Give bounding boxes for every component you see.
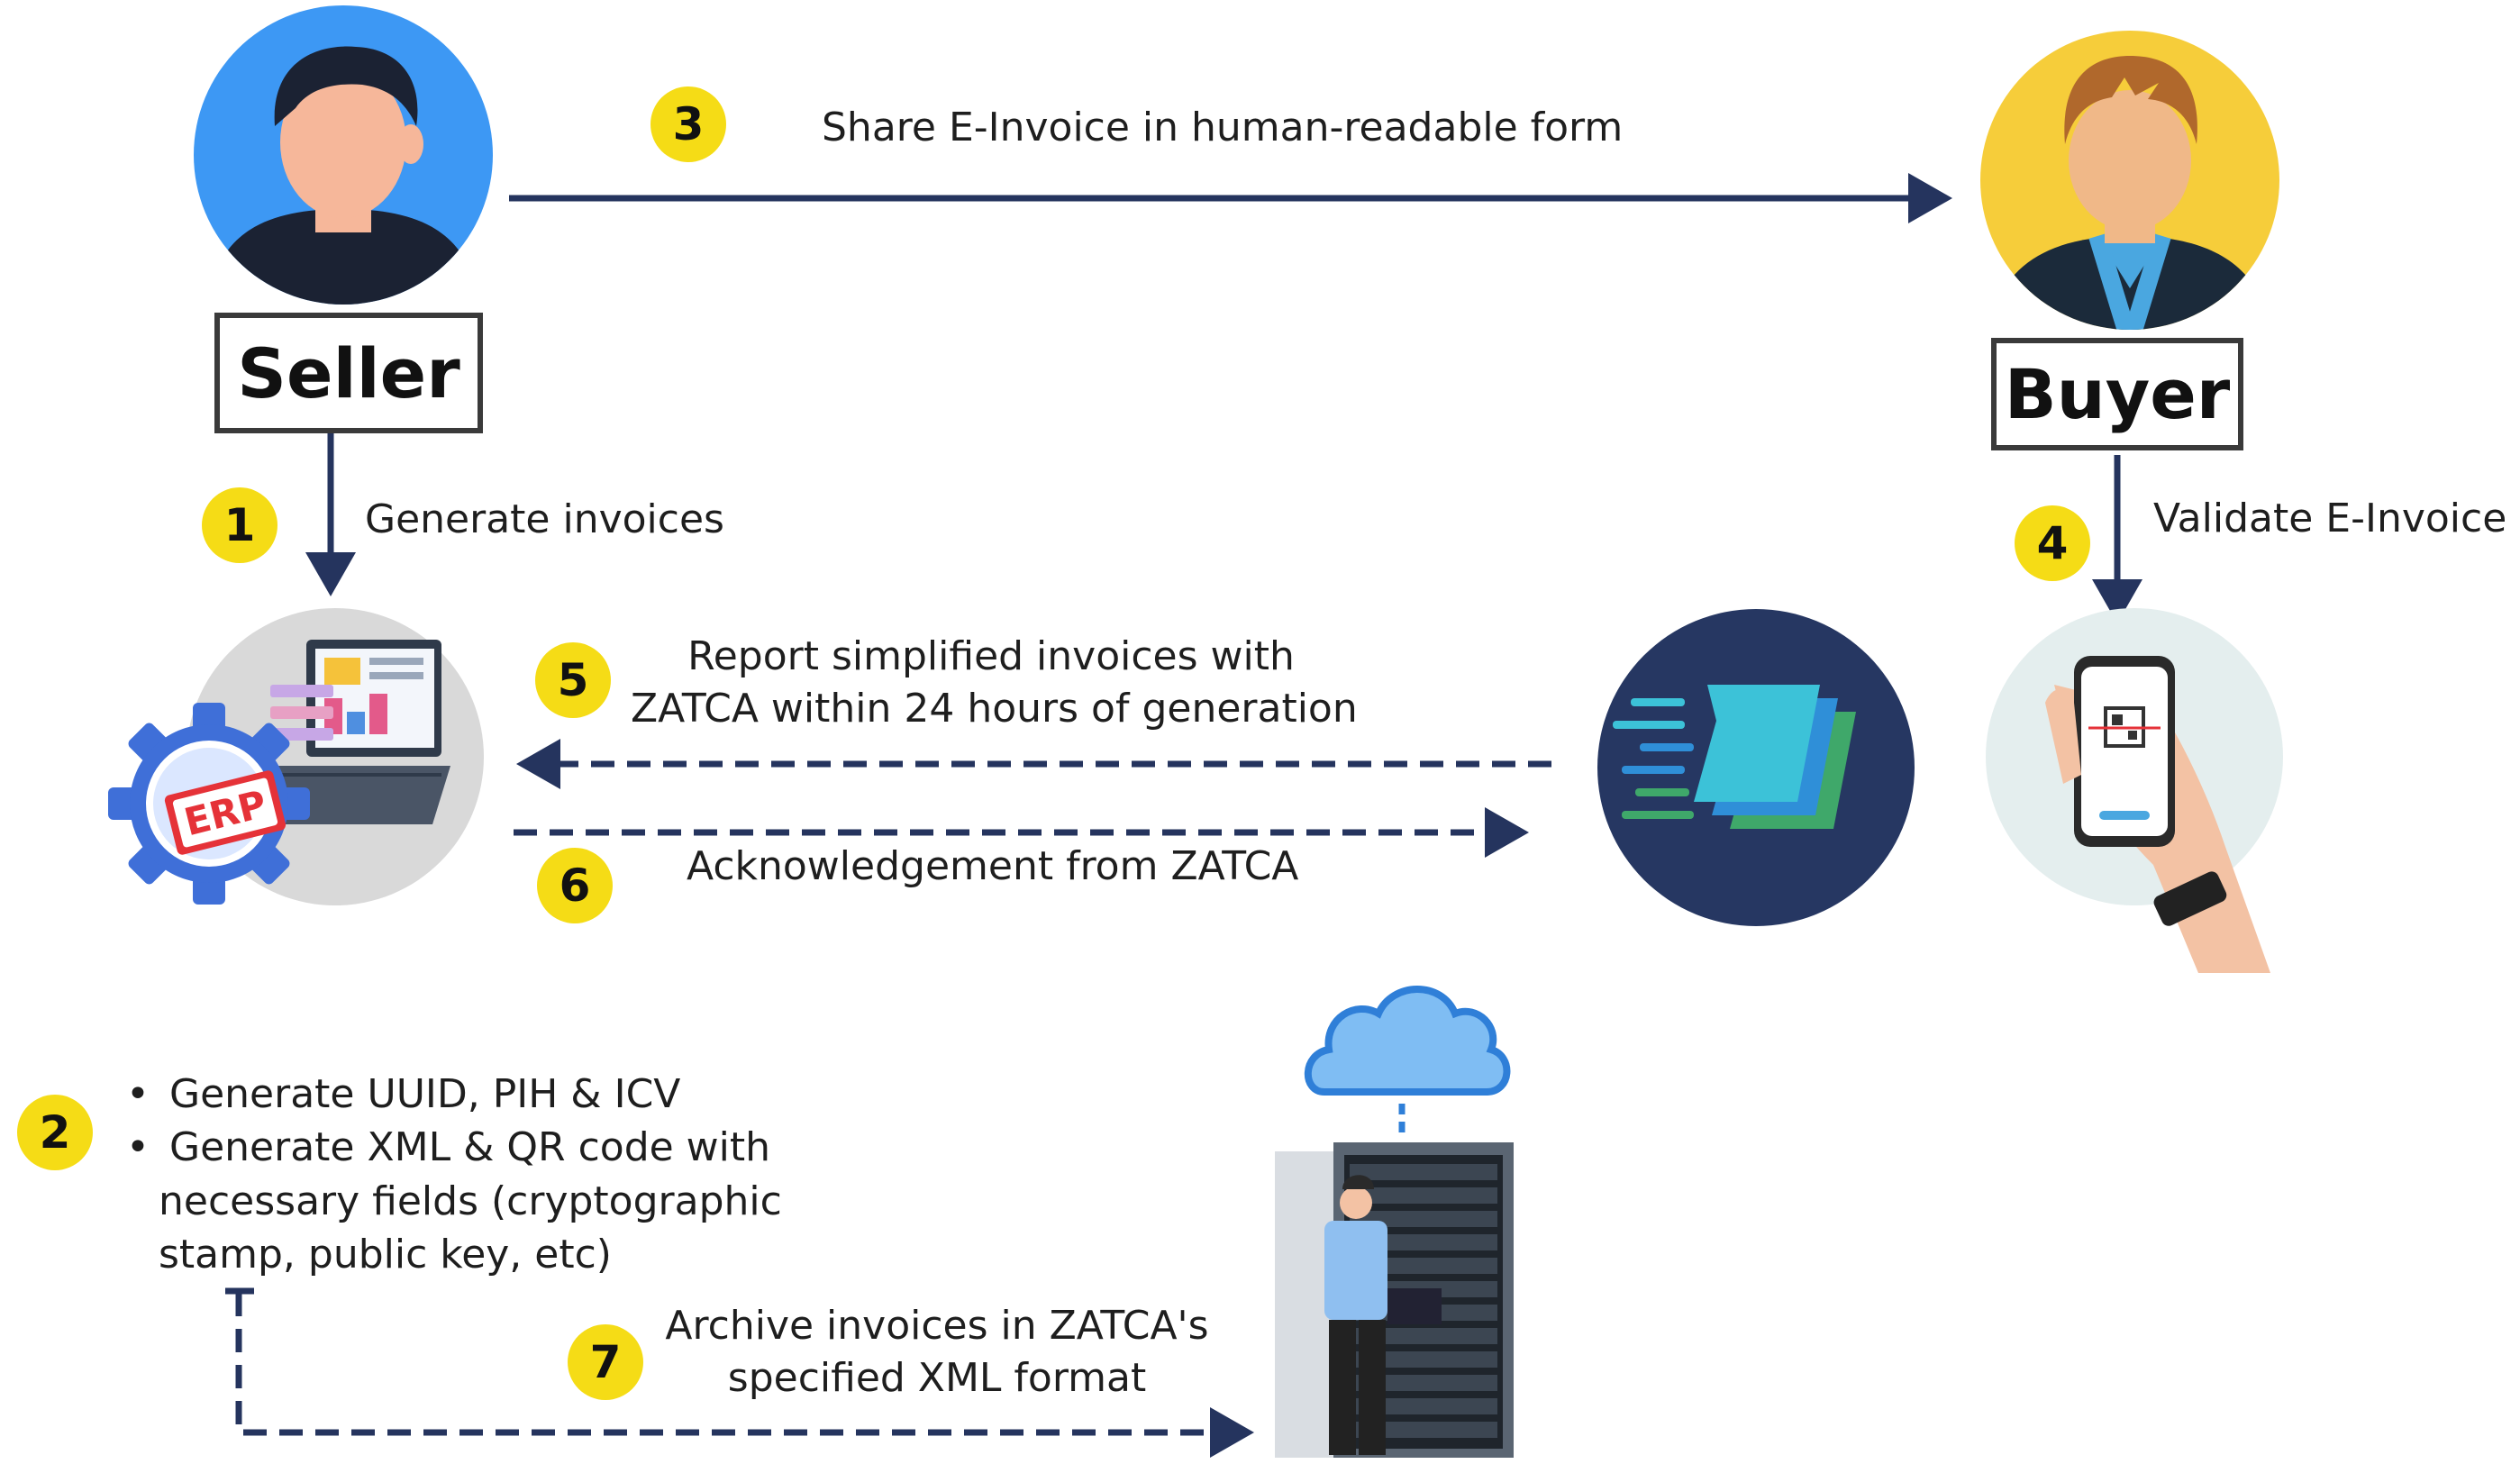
erp-system-icon: ERP xyxy=(108,608,484,905)
step-7-text: Archive invoices in ZATCA's specified XM… xyxy=(649,1300,1225,1405)
step-badge-6: 6 xyxy=(537,848,613,923)
buyer-label: Buyer xyxy=(2004,354,2231,434)
step-2-bullet-2: Generate XML & QR code with xyxy=(124,1121,782,1175)
seller-label: Seller xyxy=(237,332,460,414)
step-5-line-1: Report simplified invoices with xyxy=(687,633,1295,679)
step-5-line-2: ZATCA within 24 hours of generation xyxy=(631,686,1358,732)
step-2-bullet-2-cont-2: stamp, public key, etc) xyxy=(159,1232,612,1278)
step-6-text: Acknowledgement from ZATCA xyxy=(687,843,1299,889)
step-2-bullet-1: Generate UUID, PIH & ICV xyxy=(124,1068,782,1122)
step-2-bullet-2-cont-1: necessary fields (cryptographic xyxy=(159,1178,782,1224)
server-rack-icon xyxy=(1275,1142,1514,1458)
cloud-icon xyxy=(1304,986,1511,1096)
step-2-bullet-list: Generate UUID, PIH & ICV Generate XML & … xyxy=(124,1068,782,1282)
step-badge-5: 5 xyxy=(535,642,611,718)
step-7-line-1: Archive invoices in ZATCA's xyxy=(665,1303,1209,1349)
arrow-archive xyxy=(235,1293,1254,1458)
step-4-text: Validate E-Invoice xyxy=(2153,496,2507,541)
seller-avatar xyxy=(194,5,493,305)
phone-qr-scan-icon xyxy=(1986,608,2283,973)
step-badge-7: 7 xyxy=(568,1324,643,1400)
seller-label-box: Seller xyxy=(214,313,483,433)
buyer-label-box: Buyer xyxy=(1991,338,2243,450)
step-badge-1: 1 xyxy=(202,487,277,563)
buyer-avatar xyxy=(1980,31,2279,330)
step-badge-3: 3 xyxy=(650,86,726,162)
step-5-text: Report simplified invoices with ZATCA wi… xyxy=(631,631,1358,735)
step-badge-2: 2 xyxy=(17,1095,93,1170)
step-1-text: Generate invoices xyxy=(365,496,724,542)
step-badge-4: 4 xyxy=(2015,505,2090,581)
step-7-line-2: specified XML format xyxy=(727,1355,1147,1402)
step-3-text: Share E-Invoice in human-readable form xyxy=(822,105,1624,150)
zatca-logo xyxy=(1597,609,1915,926)
